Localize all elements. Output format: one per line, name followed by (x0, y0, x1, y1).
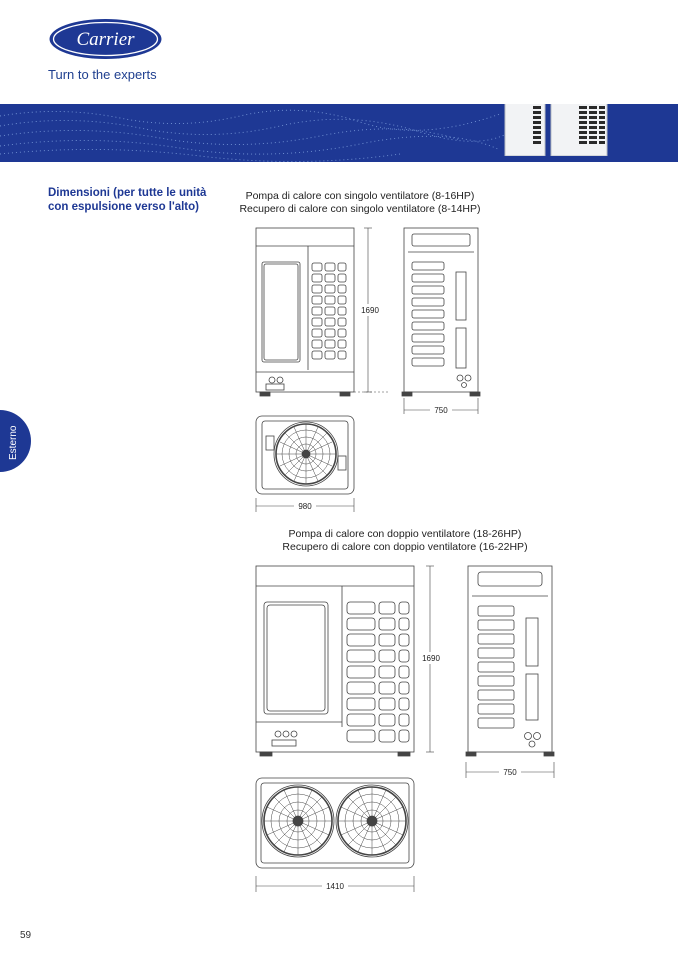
side-view (401, 227, 481, 397)
section-title: Dimensioni (per tutte le unità con espul… (48, 187, 207, 213)
caption-line: Pompa di calore con doppio ventilatore (… (288, 528, 522, 540)
carrier-logo: Carrier (49, 19, 162, 59)
front-view (255, 565, 415, 757)
outdoor-units-photo (504, 104, 608, 156)
top-view (255, 777, 415, 869)
wave-pattern (0, 109, 521, 162)
caption-single-fan: Pompa di calore con singolo ventilatore … (230, 190, 490, 216)
height-dimension-label: 1690 (361, 306, 379, 315)
caption-line: Pompa di calore con singolo ventilatore … (245, 190, 475, 202)
front-view (255, 227, 355, 397)
width-dimension-label: 1410 (326, 882, 344, 891)
depth-dimension-label: 750 (434, 406, 448, 415)
top-view (255, 415, 355, 495)
width-dimension-label: 980 (298, 502, 312, 511)
side-tab: Esterno (0, 410, 31, 472)
logo-text: Carrier (76, 29, 135, 50)
height-dimension-label: 1690 (422, 654, 440, 663)
side-tab-label: Esterno (8, 425, 19, 460)
tagline: Turn to the experts (48, 67, 157, 82)
caption-line: Recupero di calore con doppio ventilator… (282, 541, 528, 553)
depth-dimension-label: 750 (503, 768, 517, 777)
single-fan-drawing: 1690 750 (255, 227, 481, 512)
caption-double-fan: Pompa di calore con doppio ventilatore (… (275, 528, 535, 554)
caption-line: Recupero di calore con singolo ventilato… (239, 203, 481, 215)
header-band (0, 104, 678, 162)
side-view (465, 565, 555, 757)
double-fan-drawing: 1690 750 (255, 565, 555, 892)
page-number: 59 (20, 930, 32, 941)
